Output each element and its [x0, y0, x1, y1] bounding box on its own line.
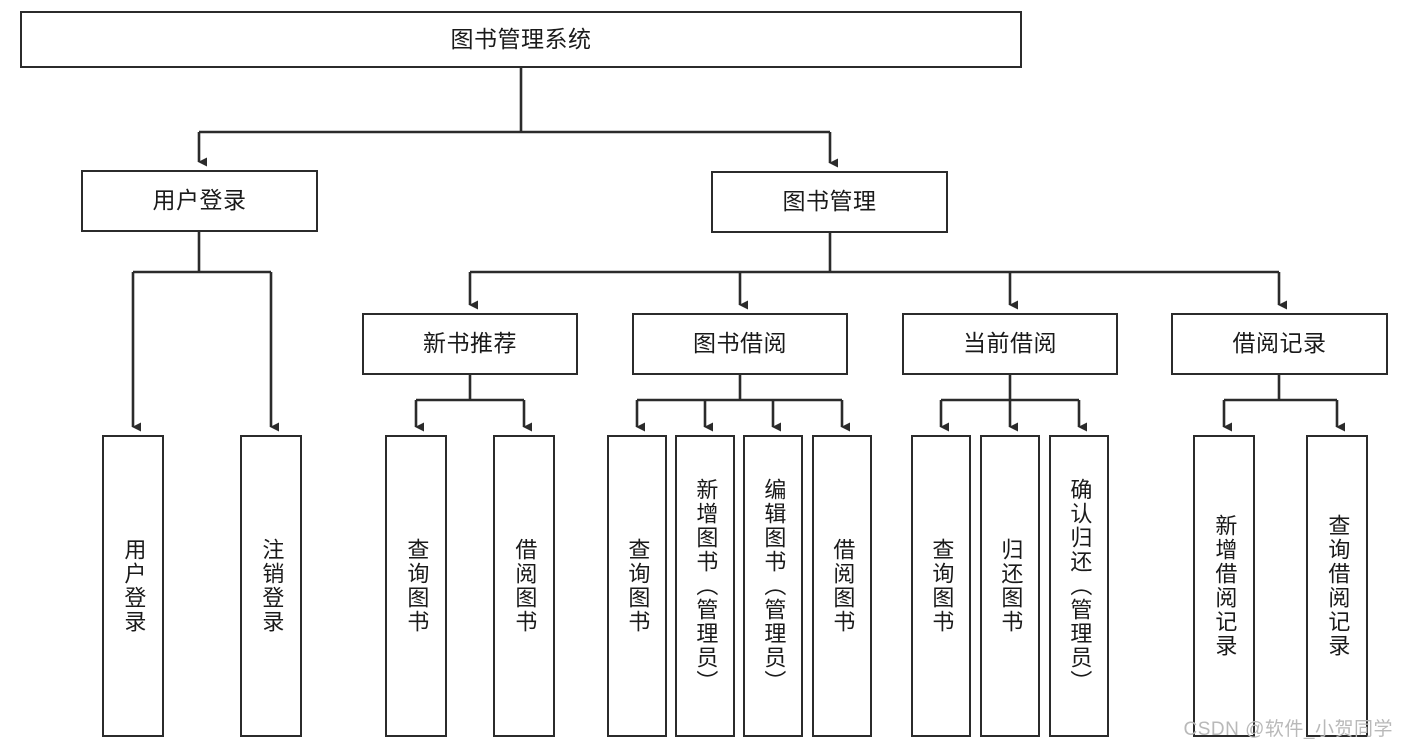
leaf-book-borrow-query-label: 查询图书: [625, 538, 651, 634]
node-book-borrow-label: 图书借阅: [693, 330, 787, 357]
leaf-book-borrow-edit-label: 编辑图书（管理员）: [761, 478, 787, 694]
node-root-label: 图书管理系统: [450, 25, 592, 52]
leaf-user-login-logout[interactable]: 注销登录: [240, 435, 302, 737]
leaf-user-login-logout-label: 注销登录: [259, 538, 285, 634]
leaf-new-book-query-label: 查询图书: [404, 538, 430, 634]
node-root-book-management-system[interactable]: 图书管理系统: [20, 11, 1022, 68]
node-user-login[interactable]: 用户登录: [81, 170, 318, 232]
node-new-book-recommend-label: 新书推荐: [423, 330, 517, 357]
leaf-new-book-borrow[interactable]: 借阅图书: [493, 435, 555, 737]
node-book-borrow[interactable]: 图书借阅: [632, 313, 848, 375]
node-borrow-record-label: 借阅记录: [1232, 330, 1327, 357]
leaf-book-borrow-add-label: 新增图书（管理员）: [693, 478, 719, 694]
leaf-book-borrow-query[interactable]: 查询图书: [607, 435, 667, 737]
leaf-book-borrow-borrow[interactable]: 借阅图书: [812, 435, 872, 737]
leaf-current-borrow-return[interactable]: 归还图书: [980, 435, 1040, 737]
node-current-borrow-label: 当前借阅: [963, 330, 1057, 357]
node-user-login-label: 用户登录: [152, 187, 247, 214]
leaf-book-borrow-borrow-label: 借阅图书: [830, 538, 856, 634]
node-new-book-recommend[interactable]: 新书推荐: [362, 313, 578, 375]
leaf-new-book-query[interactable]: 查询图书: [385, 435, 447, 737]
leaf-user-login-login[interactable]: 用户登录: [102, 435, 164, 737]
watermark-text: CSDN @软件_小贺同学: [1183, 719, 1393, 740]
leaf-borrow-record-add[interactable]: 新增借阅记录: [1193, 435, 1255, 737]
node-borrow-record[interactable]: 借阅记录: [1171, 313, 1388, 375]
node-book-management[interactable]: 图书管理: [711, 171, 948, 233]
leaf-current-borrow-confirm-return[interactable]: 确认归还（管理员）: [1049, 435, 1109, 737]
leaf-book-borrow-edit[interactable]: 编辑图书（管理员）: [743, 435, 803, 737]
leaf-user-login-login-label: 用户登录: [121, 538, 147, 634]
leaf-current-borrow-confirm-return-label: 确认归还（管理员）: [1067, 478, 1093, 694]
leaf-current-borrow-return-label: 归还图书: [998, 538, 1024, 634]
leaf-borrow-record-add-label: 新增借阅记录: [1212, 514, 1238, 658]
leaf-current-borrow-query-label: 查询图书: [929, 538, 955, 634]
leaf-borrow-record-query-label: 查询借阅记录: [1325, 514, 1351, 658]
node-book-management-label: 图书管理: [782, 188, 877, 215]
leaf-new-book-borrow-label: 借阅图书: [512, 538, 538, 634]
leaf-current-borrow-query[interactable]: 查询图书: [911, 435, 971, 737]
node-current-borrow[interactable]: 当前借阅: [902, 313, 1118, 375]
leaf-borrow-record-query[interactable]: 查询借阅记录: [1306, 435, 1368, 737]
leaf-book-borrow-add[interactable]: 新增图书（管理员）: [675, 435, 735, 737]
